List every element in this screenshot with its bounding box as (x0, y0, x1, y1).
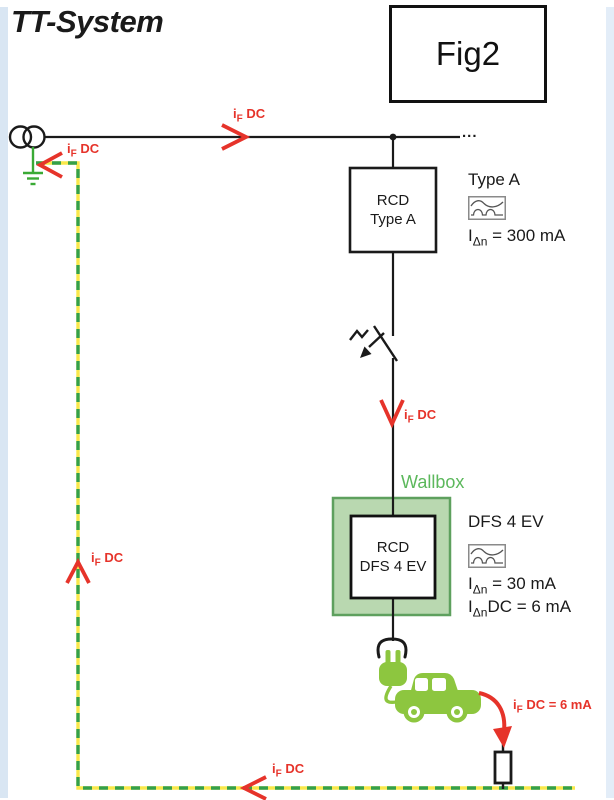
dfs-rating-ac: IΔn = 30 mA (468, 574, 556, 599)
socket-icon (376, 637, 408, 659)
fault-arrow-down-mid (379, 399, 405, 429)
rating-subscript: Δn (472, 234, 488, 249)
fault-arrow-vehicle-to-earth (478, 691, 512, 748)
rating-symbol: I (468, 597, 473, 616)
earth-ground-icon (23, 147, 43, 186)
fault-arrow-bottom-left (239, 775, 267, 800)
rcd-type-a-line1: RCD (376, 192, 410, 209)
fault-current-label-top: iF DC (233, 106, 266, 125)
fault-current-label-bottom: iF DC (272, 761, 305, 780)
resistor-icon (493, 742, 513, 789)
dfs-rating-dc: IΔnDC = 6 mA (468, 597, 571, 622)
rcd-type-a-box (348, 166, 438, 254)
wallbox-label: Wallbox (401, 472, 465, 492)
right-page-strip (606, 7, 614, 798)
left-page-strip (0, 7, 8, 798)
rating-value: = 30 mA (487, 574, 556, 593)
rating-symbol: I (468, 574, 473, 593)
rating-subscript: Δn (472, 582, 488, 597)
rating-value: = 300 mA (487, 226, 566, 245)
rating-symbol: I (468, 226, 473, 245)
transformer-icon (8, 125, 46, 149)
dfs-rcd-waveform-icon (468, 544, 506, 573)
junction-dot (389, 133, 397, 141)
plug-icon (379, 650, 407, 705)
dfs-heading: DFS 4 EV (468, 512, 544, 531)
figure-label-box: Fig2 (389, 5, 547, 103)
fault-current-label-source: iF DC (67, 141, 100, 160)
rcd-dfs-box (349, 514, 437, 600)
rcd-type-a-label: RCD Type A (350, 168, 436, 252)
type-a-rating: IΔn = 300 mA (468, 226, 565, 251)
ev-car-icon (395, 673, 481, 723)
rcd-dfs-line1: RCD (376, 539, 410, 556)
fault-current-label-left: iF DC (91, 550, 124, 569)
rcd-dfs-line2: DFS 4 EV (359, 558, 427, 575)
fault-arrow-into-earth (36, 151, 63, 179)
rating-subscript: Δn (472, 605, 488, 620)
rating-value: DC = 6 mA (487, 597, 572, 616)
figure-label: Fig2 (435, 35, 501, 72)
fault-current-label-middle: iF DC (404, 407, 437, 426)
rcd-dfs-label: RCD DFS 4 EV (351, 516, 435, 598)
wire-continuation-ellipsis: ... (462, 124, 478, 141)
fault-current-label-vehicle: iF DC = 6 mA (513, 697, 592, 716)
type-a-rcd-waveform-icon (468, 196, 506, 225)
rcd-type-a-line2: Type A (370, 211, 416, 228)
fault-arrow-up-left (65, 557, 91, 584)
circuit-breaker-icon (349, 325, 399, 362)
fault-arrow-top-right (221, 123, 251, 151)
pe-conductor-dashed-line (36, 161, 575, 790)
type-a-heading: Type A (468, 170, 520, 189)
page-title: TT-System (11, 4, 164, 39)
